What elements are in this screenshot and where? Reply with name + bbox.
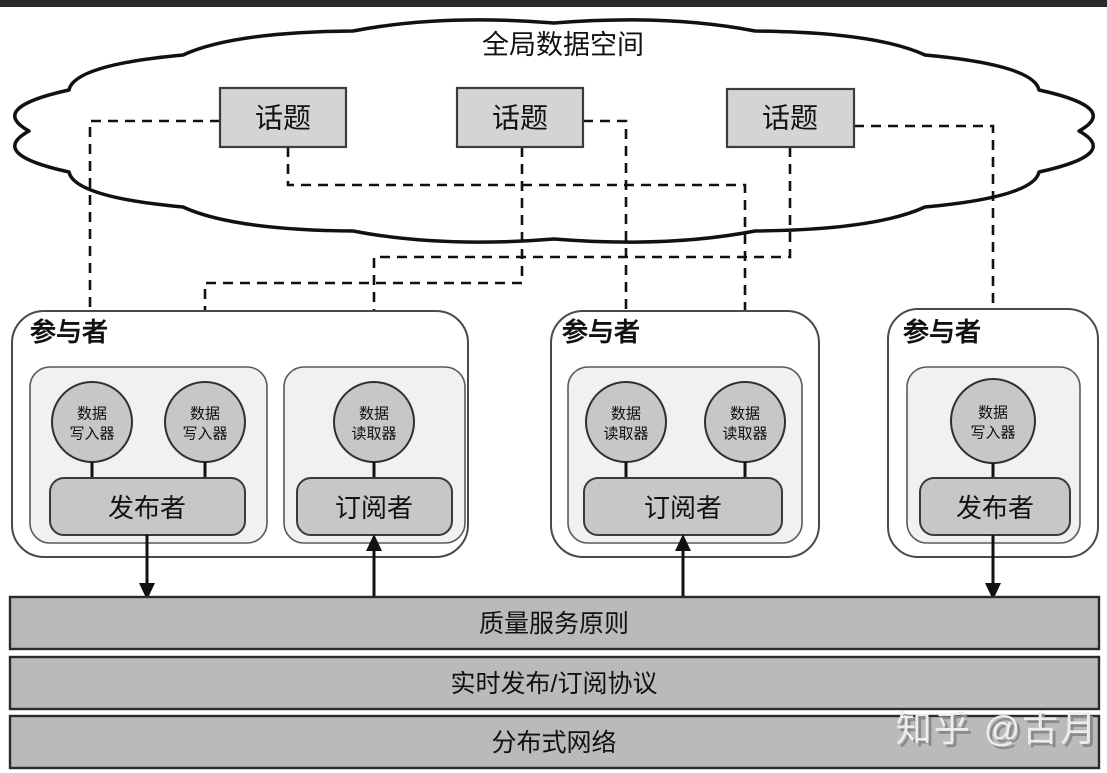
stack-layers: 质量服务原则 实时发布/订阅协议 分布式网络	[8, 595, 1101, 770]
topic-label-3: 话题	[762, 103, 818, 134]
subscriber-box-1	[296, 477, 453, 536]
arrowhead-down-2	[985, 583, 1001, 600]
link-topic1-reader4	[286, 147, 747, 382]
data-reader-3-line1: 数据	[730, 406, 760, 423]
data-reader-3-line2: 读取器	[722, 426, 767, 443]
data-reader-2-line1: 数据	[611, 406, 641, 423]
data-reader-2-line2: 读取器	[603, 426, 648, 443]
topic-label-2: 话题	[492, 103, 548, 134]
arrowhead-up-1	[366, 534, 382, 551]
layer-rtps	[8, 655, 1101, 711]
participant-3-label: 参与者	[903, 317, 981, 347]
flow-arrows	[139, 534, 1001, 600]
link-topic3-reader1	[372, 147, 792, 382]
layer-rtps-label: 实时发布/订阅协议	[451, 670, 658, 698]
data-reader-1-line1: 数据	[359, 406, 389, 423]
participant-2: 参与者 数据 读取器 数据 读取器 订阅者	[550, 310, 820, 558]
link-topic2-reader3	[583, 119, 628, 382]
layer-qos	[8, 595, 1101, 651]
arrowhead-down-1	[139, 583, 155, 600]
participant-3: 参与者 数据 写入器 发布者	[887, 308, 1099, 558]
arrowhead-up-2	[675, 534, 691, 551]
data-writer-1-line2: 写入器	[69, 426, 114, 443]
data-writer-3-line2: 写入器	[970, 425, 1015, 442]
data-reader-1-line2: 读取器	[351, 426, 396, 443]
top-strip	[0, 0, 1107, 7]
cloud-title: 全局数据空间	[482, 30, 644, 60]
data-writer-2-line2: 写入器	[182, 426, 227, 443]
publisher-label-1: 发布者	[108, 493, 186, 523]
topic-label-1: 话题	[255, 103, 311, 134]
data-writer-2-line1: 数据	[190, 406, 220, 423]
participant-1-label: 参与者	[30, 317, 108, 347]
topic-box-2	[455, 86, 585, 149]
watermark-shadow: 知乎 @古月	[899, 711, 1102, 752]
topic-box-3	[725, 87, 856, 149]
link-topic3-writer3	[854, 124, 995, 379]
publisher-label-2: 发布者	[956, 493, 1034, 523]
participant-2-label: 参与者	[562, 317, 640, 347]
subscriber-label-1: 订阅者	[335, 493, 413, 523]
subscriber-label-2: 订阅者	[644, 493, 722, 523]
link-topic1-writer1	[88, 119, 220, 382]
publisher-box-2	[919, 477, 1071, 536]
topic-boxes: 话题 话题 话题	[218, 86, 856, 149]
topic-box-1	[218, 86, 348, 149]
layer-network-label: 分布式网络	[491, 729, 616, 757]
layer-qos-label: 质量服务原则	[479, 610, 629, 638]
layer-network	[8, 714, 1101, 770]
watermark: 知乎 @古月 知乎 @古月	[896, 708, 1102, 752]
watermark-text: 知乎 @古月	[896, 708, 1099, 749]
participant-1: 参与者 数据 写入器 数据 写入器 数据 读取器 发布者 订阅者	[11, 310, 469, 558]
data-writer-1-line1: 数据	[77, 406, 107, 423]
data-writer-3-line1: 数据	[978, 405, 1008, 422]
